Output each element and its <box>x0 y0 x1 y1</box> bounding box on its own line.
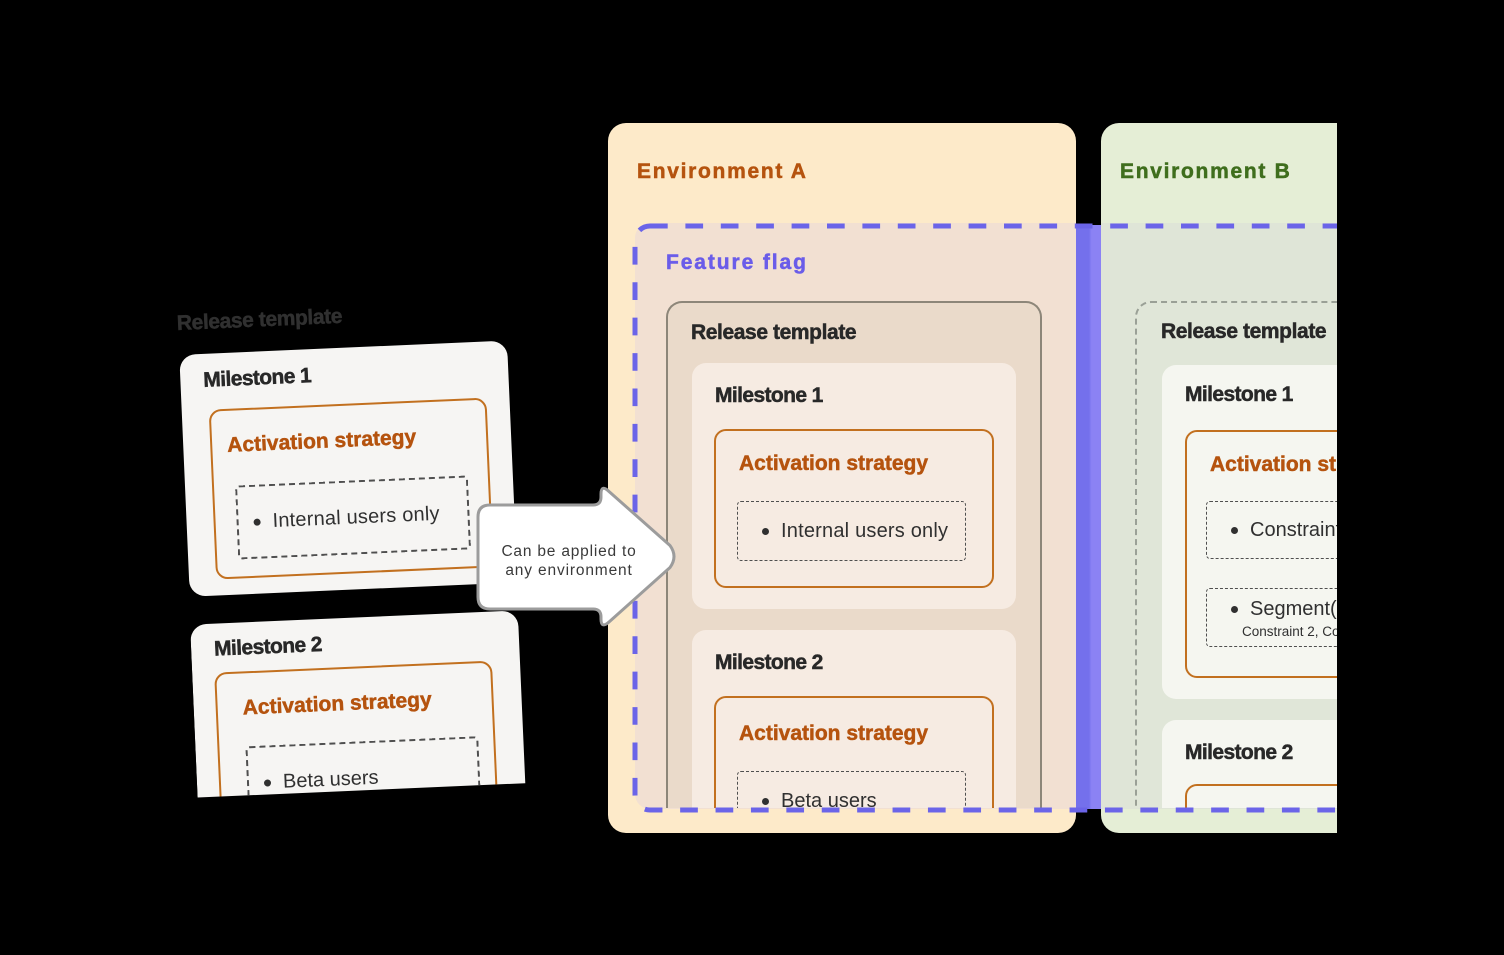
svg-text:Can be applied to: Can be applied to <box>501 543 636 560</box>
svg-text:any environment: any environment <box>505 562 632 579</box>
